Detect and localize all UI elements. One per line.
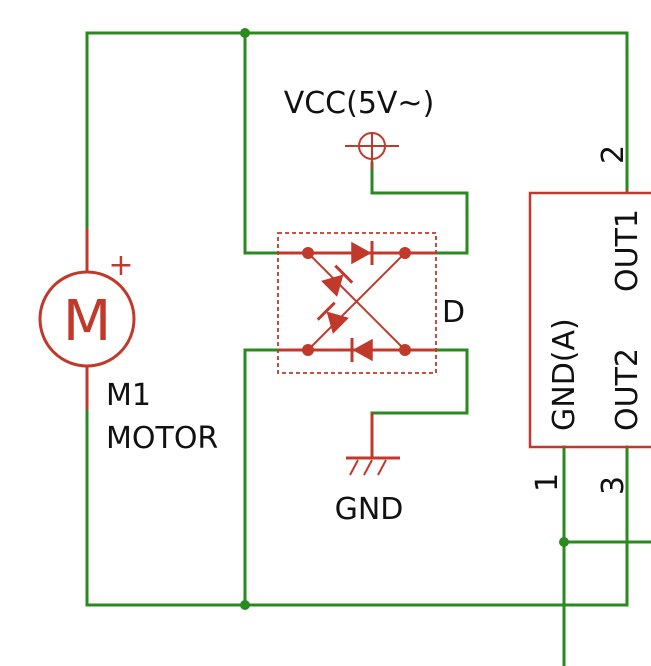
motor-symbol: M [63,289,111,354]
junction-dot [559,537,569,547]
junction-dot [240,600,250,610]
ic-pin-3-number: 3 [596,476,631,495]
wire-left-top-branch [243,31,280,255]
ic-out2-label: OUT2 [610,348,645,431]
wire-vcc-drop [370,161,469,255]
motor-body [38,270,136,368]
wire-gnd-drop [370,348,469,457]
diode-diag-upper [321,264,354,297]
motor-plus-sign: + [108,248,133,283]
ic-out1-label: OUT1 [610,209,645,292]
motor-value-label: MOTOR [106,421,218,456]
diode-diag-lower [316,301,349,334]
gnd-symbol[interactable] [346,413,400,476]
motor-ref-label: M1 [106,378,151,413]
ic-outline [528,191,651,449]
diode-bridge-label: D [442,295,465,330]
wire-left-bottom-branch [243,348,280,607]
diode-top [351,241,372,265]
bridge-node [399,344,411,356]
diode-bridge[interactable] [277,232,437,374]
gnd-label: GND [335,492,404,527]
motor-m1[interactable]: M + [38,228,136,410]
bridge-node [302,344,314,356]
diode-bridge-outline [277,232,437,374]
vcc-symbol[interactable] [345,132,399,170]
ic-pin-1-number: 1 [530,473,565,492]
bridge-node [399,247,411,259]
wire-top [85,31,629,230]
ic-gnd-a-label: GND(A) [547,318,582,431]
vcc-label: VCC(5V~) [284,86,435,121]
junction-dot [240,28,250,38]
wire-bottom [85,408,629,607]
diode-bottom [352,338,373,362]
bridge-node [302,247,314,259]
ic-package[interactable] [528,190,651,449]
ic-pin-2-number: 2 [596,145,631,164]
